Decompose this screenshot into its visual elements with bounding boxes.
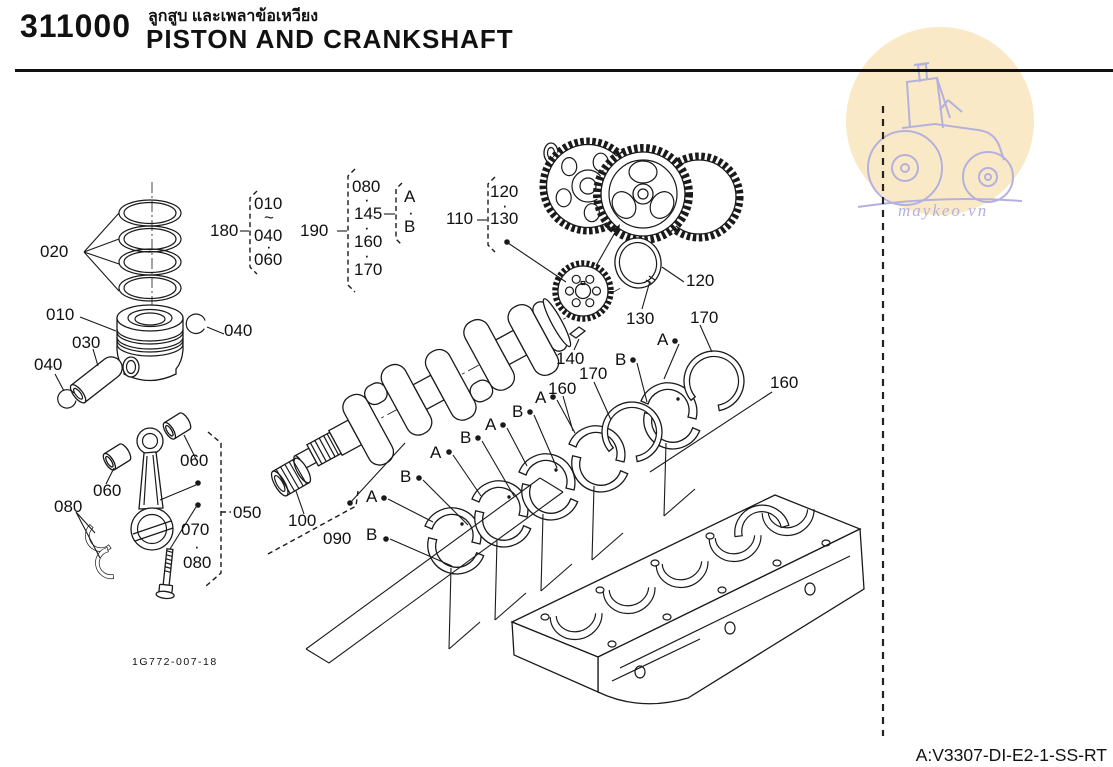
crank-sleeve [270,457,312,497]
circlip-left [57,389,77,409]
part-label-090: 090 [323,529,352,548]
part-label-040: 040 [254,226,283,245]
part-label-A: A [404,187,416,206]
piston-pin [69,356,123,404]
title-english: PISTON AND CRANKSHAFT [146,24,514,54]
collar-and-key [568,237,662,339]
part-label-B: B [400,467,412,486]
group-brackets [205,168,496,587]
engine-block [510,494,865,705]
part-label-120: 120 [686,271,715,290]
part-label-170: 170 [354,260,383,279]
part-label-A: A [430,443,442,462]
part-label-120: 120 [490,182,519,201]
part-label-·: · [408,203,414,222]
part-label-A: A [657,330,669,349]
page-reference-code: A:V3307-DI-E2-1-SS-RT [915,745,1107,765]
part-label-080: 080 [183,553,212,572]
part-label-190: 190 [300,221,329,240]
piston [116,304,184,382]
part-label-A: A [535,388,547,407]
part-label-060: 060 [180,451,209,470]
part-label-·: · [364,190,370,209]
gear-train [539,137,744,244]
bracket-180 [249,190,258,275]
bracket-190-ab [395,182,403,246]
bracket-190 [347,168,356,293]
part-label-·: · [502,196,508,215]
part-label-B: B [404,217,416,236]
part-label-010: 010 [46,305,75,324]
part-label-B: B [366,525,378,544]
watermark-text: maykeo.vn [898,201,988,220]
part-label-B: B [460,428,472,447]
part-label-·: · [364,218,370,237]
part-label-010: 010 [254,194,283,213]
assembly-guide-lines [305,442,696,664]
connecting-rod [79,410,194,584]
part-label-1G772-007-18: 1G772-007-18 [132,656,218,668]
part-label-040: 040 [224,321,253,340]
part-label-·: · [364,246,370,265]
part-label-060: 060 [254,250,283,269]
part-label-160: 160 [548,379,577,398]
part-label-A: A [485,415,497,434]
piston-rings [118,182,182,332]
part-label-020: 020 [40,242,69,261]
rod-bolt [155,548,175,600]
watermark: maykeo.vn [846,27,1034,220]
part-label-060: 060 [93,481,122,500]
part-label-180: 180 [210,221,239,240]
part-label-170: 170 [579,364,608,383]
part-label-050: 050 [233,503,262,522]
header-rule [15,69,1113,72]
part-label-130: 130 [626,309,655,328]
leader-lines [54,212,773,567]
cam-gear [593,144,693,244]
tractor-icon [857,62,1023,208]
part-label-·: · [266,237,272,256]
crankshaft [286,287,621,471]
part-label-145: 145 [354,204,383,223]
part-label-040: 040 [34,355,63,374]
circlip-right [185,313,206,335]
part-label-080: 080 [352,177,381,196]
bracket-050 [205,431,231,587]
part-label-130: 130 [490,209,519,228]
part-label-160: 160 [354,232,383,251]
part-label-160: 160 [770,373,799,392]
part-label-100: 100 [288,511,317,530]
part-label-170: 170 [690,308,719,327]
part-label-070: 070 [181,520,210,539]
section-code: 311000 [20,8,132,44]
part-label-030: 030 [72,333,101,352]
part-label-·: · [194,537,200,556]
main-bearings [424,345,750,575]
crank-gear [552,224,620,322]
part-label-~: ~ [264,208,274,227]
part-label-080: 080 [54,497,83,516]
part-label-140: 140 [556,349,585,368]
part-label-A: A [366,487,378,506]
block-details [540,532,851,682]
thrust-washer-1 [596,396,668,466]
part-label-110: 110 [446,209,474,228]
bracket-110 [487,176,496,253]
title-thai: ลูกสูบ และเพลาข้อเหวียง [148,8,319,25]
part-label-B: B [512,402,524,421]
part-label-B: B [615,350,627,369]
